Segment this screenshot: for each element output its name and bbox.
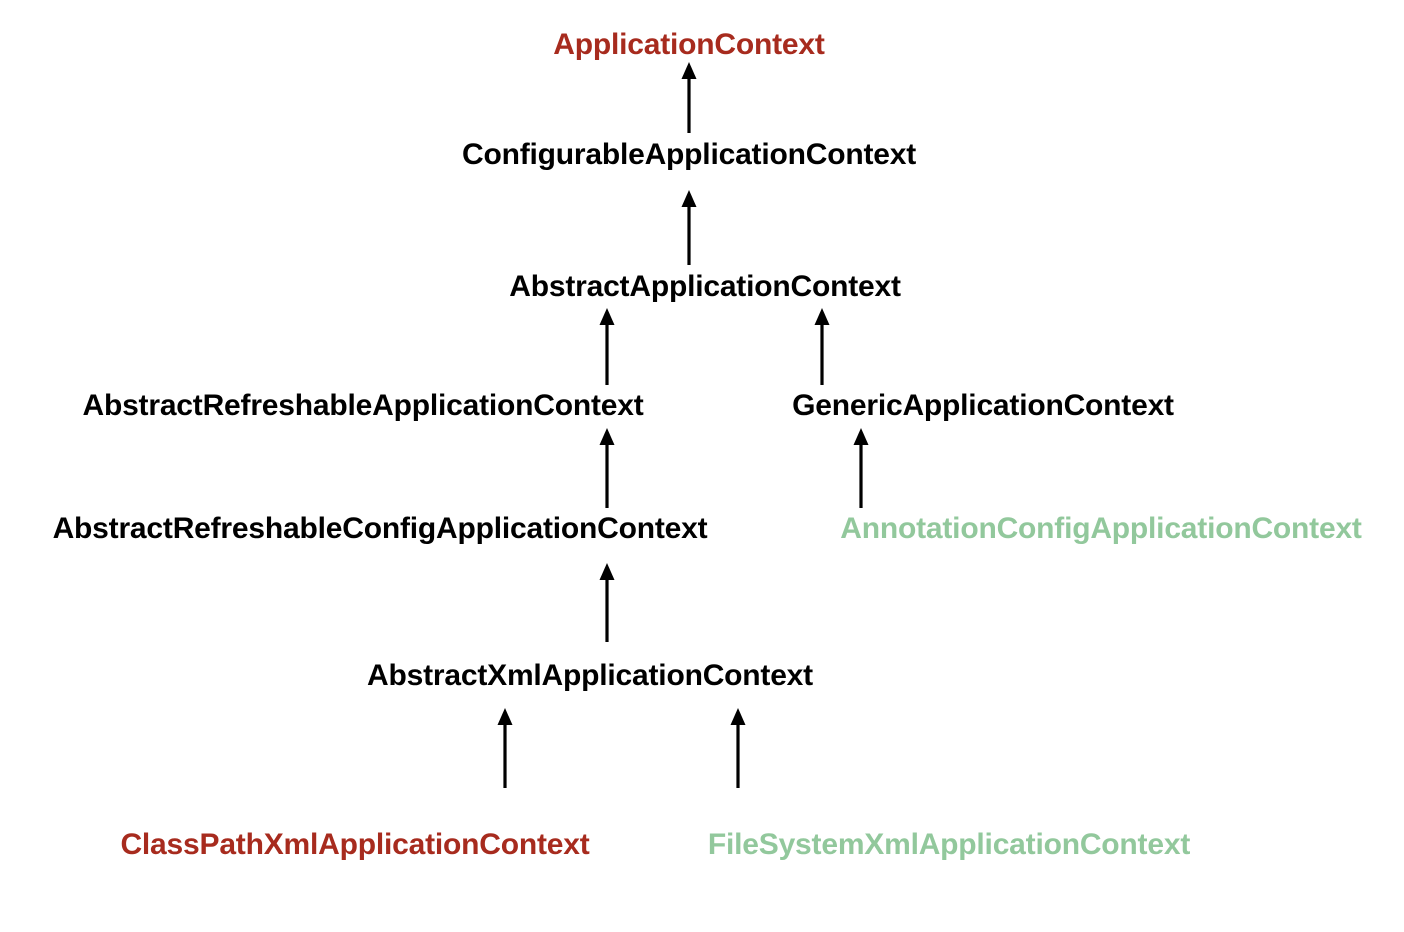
- class-node-abstract-xml-application-context[interactable]: AbstractXmlApplicationContext: [367, 659, 813, 692]
- inheritance-arrow: [812, 308, 832, 385]
- class-node-abstract-application-context[interactable]: AbstractApplicationContext: [509, 270, 901, 303]
- class-node-class-path-xml-application-context[interactable]: ClassPathXmlApplicationContext: [120, 828, 590, 861]
- class-node-abstract-refreshable-application-context[interactable]: AbstractRefreshableApplicationContext: [82, 389, 644, 422]
- inheritance-arrow: [597, 308, 617, 385]
- inheritance-arrow: [495, 708, 515, 788]
- inheritance-arrow: [597, 563, 617, 642]
- class-node-file-system-xml-application-context[interactable]: FileSystemXmlApplicationContext: [707, 828, 1191, 861]
- inheritance-arrow: [728, 708, 748, 788]
- class-node-application-context[interactable]: ApplicationContext: [553, 28, 825, 61]
- class-node-configurable-application-context[interactable]: ConfigurableApplicationContext: [462, 138, 916, 171]
- class-node-abstract-refreshable-config-application-context[interactable]: AbstractRefreshableConfigApplicationCont…: [52, 512, 708, 545]
- inheritance-arrow: [597, 428, 617, 508]
- class-node-annotation-config-application-context[interactable]: AnnotationConfigApplicationContext: [840, 512, 1362, 545]
- inheritance-arrow: [851, 428, 871, 508]
- inheritance-arrow: [679, 190, 699, 265]
- class-node-generic-application-context[interactable]: GenericApplicationContext: [792, 389, 1174, 422]
- inheritance-arrow: [679, 62, 699, 133]
